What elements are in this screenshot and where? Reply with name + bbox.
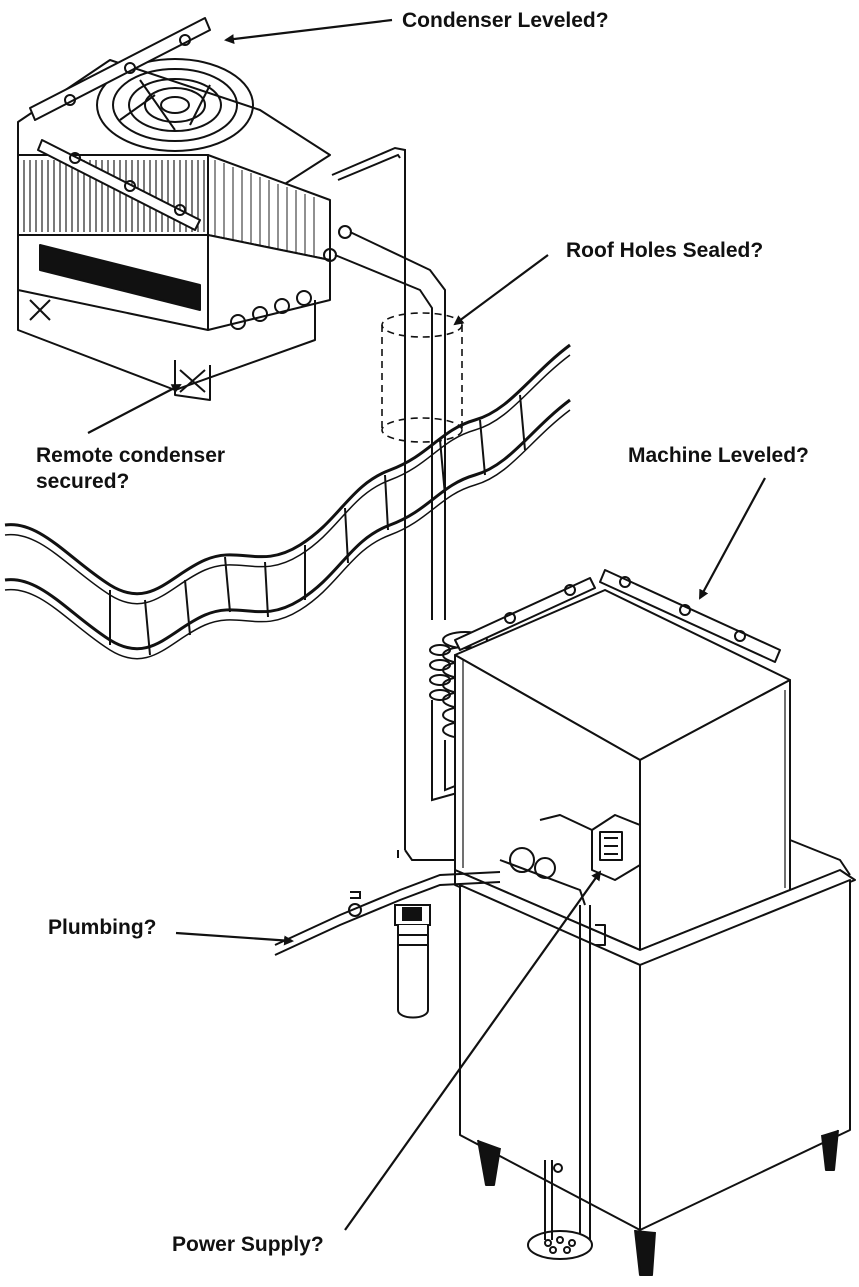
remote-condenser-unit — [17, 17, 352, 401]
label-machine-leveled: Machine Leveled? — [628, 444, 809, 467]
water-filter-plumbing — [274, 871, 501, 1019]
roof-curb-sleeve — [381, 312, 463, 443]
label-roof-holes-sealed: Roof Holes Sealed? — [566, 239, 764, 262]
label-remote-condenser-line1: Remote condenser — [36, 444, 226, 467]
label-remote-condenser-secured: Remote condenser secured? — [36, 443, 225, 495]
arrow-plumbing — [175, 931, 294, 946]
ice-machine — [454, 569, 856, 1276]
arrow-machine-leveled — [699, 477, 766, 600]
label-plumbing: Plumbing? — [48, 916, 157, 939]
arrow-remote-condenser — [87, 384, 182, 434]
label-power-supply: Power Supply? — [172, 1233, 324, 1256]
callout-arrows — [87, 18, 766, 1231]
roof-deck — [4, 343, 571, 660]
label-remote-condenser-line2: secured? — [36, 470, 130, 493]
arrow-roof-holes — [453, 254, 549, 326]
arrow-power-supply — [344, 870, 602, 1231]
label-condenser-leveled: Condenser Leveled? — [402, 9, 609, 32]
arrow-condenser-leveled — [224, 18, 393, 45]
